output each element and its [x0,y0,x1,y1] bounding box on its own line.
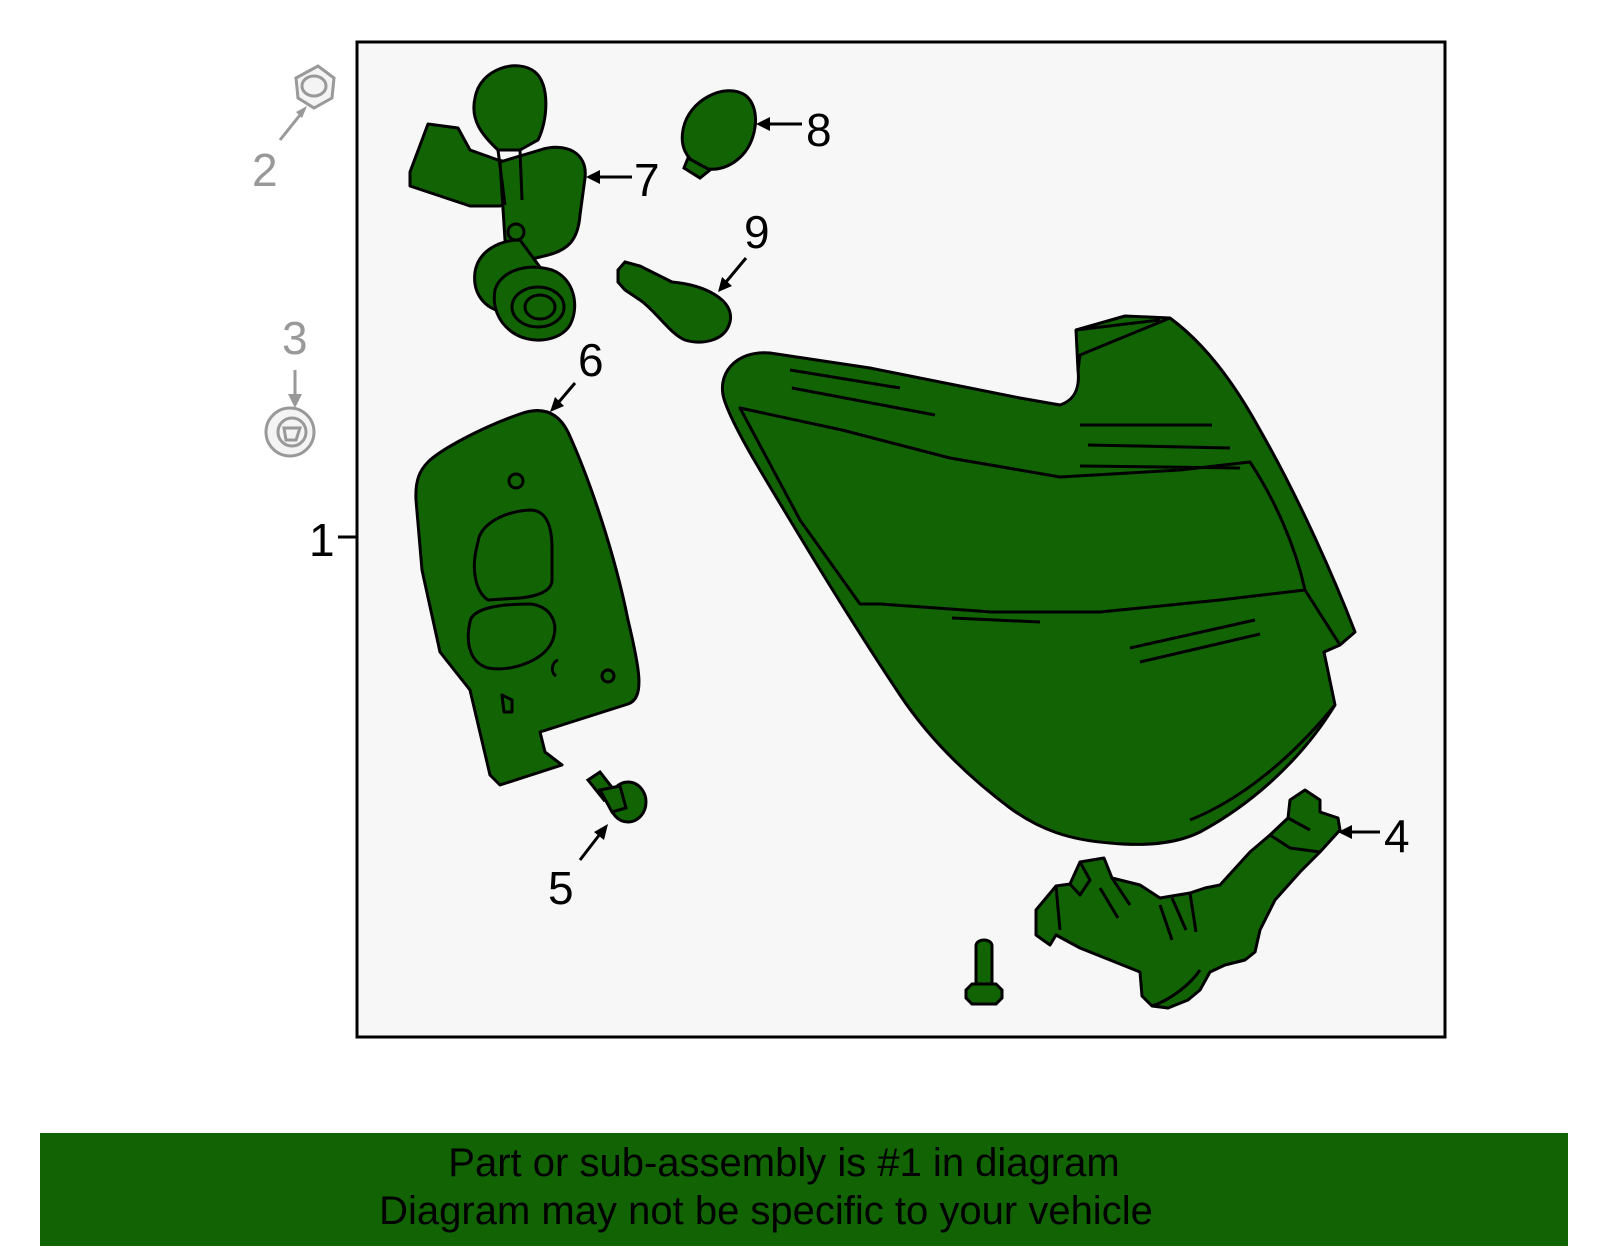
arrow-2 [296,106,307,118]
info-banner: Part or sub-assembly is #1 in diagram Di… [40,1133,1568,1246]
arrow-4 [1338,825,1352,839]
arrow-7 [586,170,600,184]
arrow-3 [288,394,302,408]
callout-9: 9 [744,206,770,258]
part-5-clip[interactable] [585,769,648,824]
part-3-clip[interactable] [264,406,316,458]
part-6-gasket[interactable] [414,409,641,787]
callout-5: 5 [548,862,574,914]
callout-1: 1 [309,514,335,566]
part-7-socket-harness[interactable] [408,64,587,342]
part-1-tail-lamp-assembly[interactable] [720,314,1357,846]
arrow-9 [718,277,732,292]
callout-7: 7 [634,154,660,206]
callout-4: 4 [1384,810,1410,862]
banner-line-1: Part or sub-assembly is #1 in diagram [448,1141,1120,1185]
part-2-nut[interactable] [294,64,336,110]
arrow-6 [550,397,564,412]
arrow-8 [756,117,770,131]
arrow-5 [594,824,608,840]
part-4-bracket[interactable] [1034,788,1342,1010]
leader-9 [724,257,748,283]
callout-8: 8 [806,104,832,156]
leader-6 [556,382,577,404]
part-8-bulb[interactable] [680,89,757,180]
part-9-bulb[interactable] [616,260,732,344]
banner-line-2: Diagram may not be specific to your vehi… [379,1189,1153,1233]
callout-2: 2 [252,144,278,196]
leader-5 [578,833,602,861]
bolt[interactable] [964,938,1004,1006]
callout-6: 6 [578,334,604,386]
callout-3: 3 [282,312,308,364]
